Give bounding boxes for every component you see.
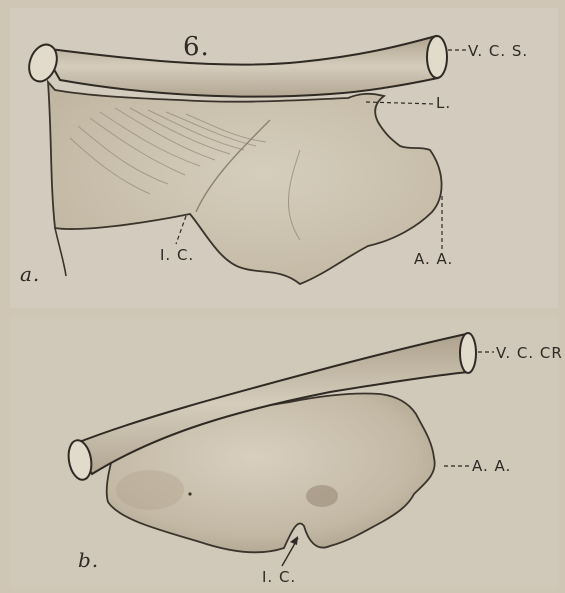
label-ic-b: I. C. bbox=[262, 568, 296, 586]
label-l: L. bbox=[436, 94, 451, 112]
panel-a-letter: a. bbox=[20, 262, 40, 286]
label-vccr: V. C. CR bbox=[496, 344, 563, 362]
figure-number: 6. bbox=[183, 32, 210, 62]
panel-b-letter: b. bbox=[78, 548, 99, 572]
panel-b-vessel-opening-right bbox=[460, 333, 476, 373]
label-vcs: V. C. S. bbox=[468, 42, 528, 60]
label-ic-a: I. C. bbox=[160, 246, 194, 264]
label-aa-b: A. A. bbox=[472, 457, 511, 475]
panel-a-vessel-opening-right bbox=[427, 36, 447, 78]
label-aa-a: A. A. bbox=[414, 250, 453, 268]
